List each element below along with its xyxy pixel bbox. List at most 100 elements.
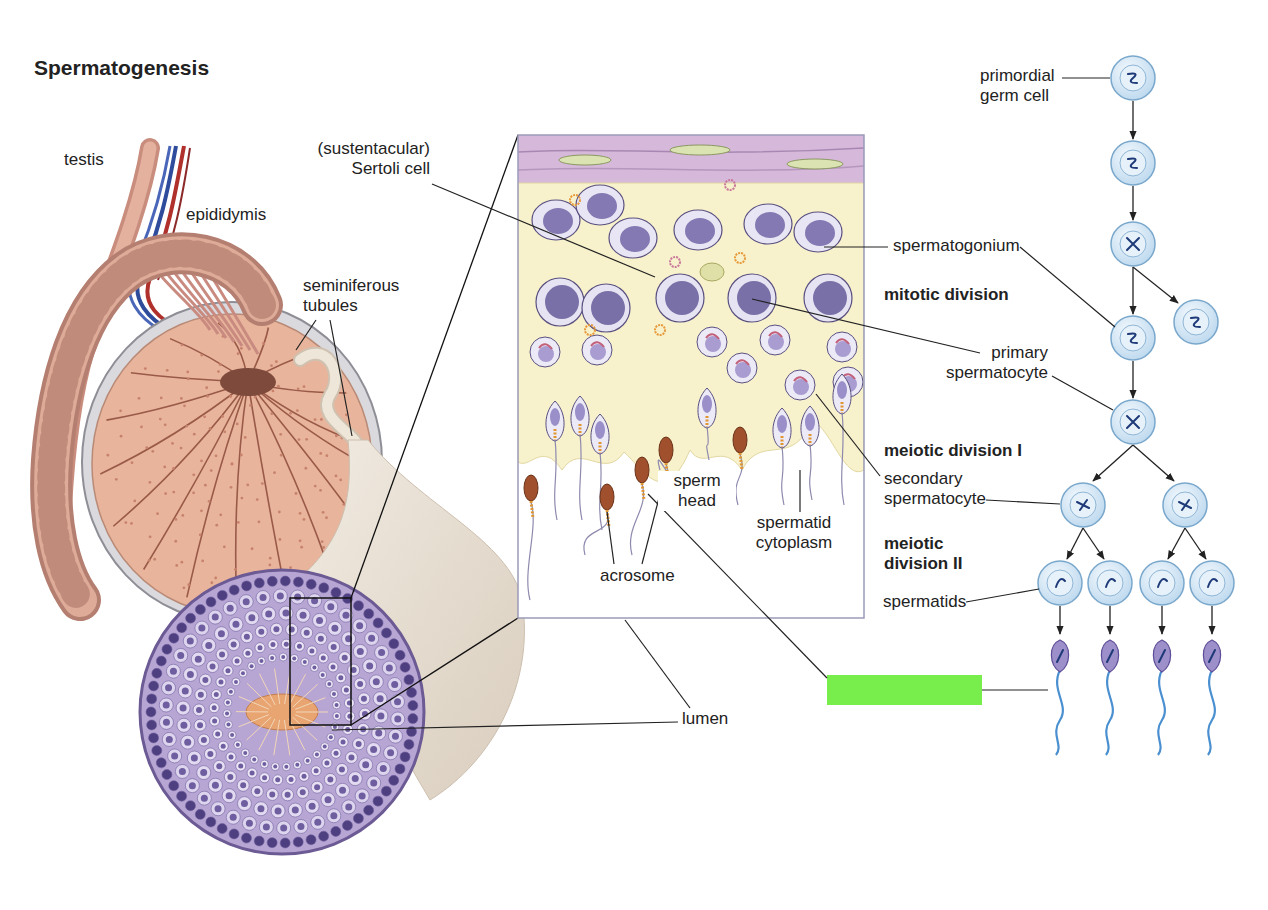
tubule-dot — [319, 452, 322, 455]
cell-nucleus — [243, 751, 247, 755]
cell-nucleus — [289, 777, 294, 782]
tubule-cell — [255, 643, 265, 653]
tubule-dot — [106, 454, 109, 457]
cell-nucleus — [339, 787, 346, 794]
cell-nucleus — [226, 700, 230, 704]
tubule-cell — [301, 658, 309, 666]
cell-nucleus — [331, 625, 338, 632]
tubule-cell — [327, 809, 341, 823]
sperm-head-drawing — [733, 427, 747, 453]
cell-nucleus — [591, 291, 625, 325]
tubule-cell — [367, 743, 381, 757]
tubule-dot — [208, 500, 211, 503]
cell-nucleus — [205, 642, 212, 649]
tubule-cell — [162, 770, 172, 780]
tubule-dot — [172, 491, 175, 494]
tubule-cell — [207, 661, 219, 673]
tubule-cell — [342, 820, 352, 830]
tubule-cell — [365, 631, 379, 645]
tubule-dot — [279, 538, 282, 541]
tubule-dot — [214, 577, 217, 580]
tubule-dot — [206, 395, 209, 398]
tubule-dot — [160, 396, 163, 399]
tubule-cell — [324, 773, 336, 785]
cell-nucleus — [225, 712, 229, 716]
tubule-dot — [183, 404, 186, 407]
sperm-tail — [782, 446, 784, 505]
tubule-cell — [294, 819, 308, 833]
tubule-cross-section — [140, 570, 424, 854]
organelle — [725, 180, 735, 190]
tubule-cell — [311, 815, 325, 829]
cell-nucleus — [306, 759, 310, 763]
tubule-cell — [311, 766, 321, 776]
chromosome — [1158, 579, 1167, 587]
primary-spermatocyte-cell — [804, 274, 852, 322]
tubule-cell — [273, 589, 287, 603]
tubule-cell — [211, 802, 225, 816]
cell-nucleus — [303, 660, 307, 664]
cell-nucleus — [163, 702, 170, 709]
cell-nucleus — [265, 610, 272, 617]
stage-label: mitotic division — [884, 285, 1009, 305]
cell-nucleus — [392, 733, 399, 740]
tubule-cell — [236, 761, 246, 771]
tubule-dot — [164, 423, 167, 426]
tubule-dot — [215, 454, 218, 457]
tubule-cell — [243, 648, 253, 658]
spermatid-cell — [785, 370, 815, 400]
cell-nucleus — [362, 761, 369, 768]
lineage-cell — [1163, 483, 1207, 527]
sperm-tail — [528, 502, 533, 600]
tubule-cell — [271, 763, 279, 771]
elongating-spermatid — [698, 388, 716, 428]
cell-nucleus — [226, 723, 230, 727]
spermatogonium-cell — [532, 200, 580, 240]
tubule-dot — [133, 500, 136, 503]
cell-nucleus — [273, 626, 279, 632]
tubule-dot — [305, 438, 308, 441]
tubule-cell — [389, 775, 399, 785]
tubule-dot — [342, 503, 345, 506]
cell-nucleus — [198, 692, 204, 698]
sperm-tail — [284, 720, 289, 755]
tubule-dot — [314, 485, 317, 488]
lineage-cell — [1111, 141, 1155, 185]
midpiece — [599, 442, 602, 453]
tubule-cell — [330, 690, 338, 698]
cell-nucleus — [182, 687, 189, 694]
tubule-cell — [191, 652, 205, 666]
tubule-cell — [280, 576, 290, 586]
cell-nucleus — [394, 698, 401, 705]
tubule-cell — [242, 816, 256, 830]
tubule-dot — [322, 546, 325, 549]
cell-nucleus — [230, 733, 234, 737]
part-label: spermatids — [883, 592, 966, 612]
tubule-dot — [185, 425, 188, 428]
tubule-dot — [299, 539, 302, 542]
tubule-dot — [149, 535, 152, 538]
tubule-cell — [391, 712, 405, 726]
tubule-cell — [260, 760, 268, 768]
tubule-cell — [224, 698, 232, 706]
cell-nucleus — [238, 764, 243, 769]
cell-nucleus — [212, 782, 219, 789]
lineage-arrow — [1132, 361, 1133, 398]
tubule-dot — [230, 486, 233, 489]
tubule-dot — [272, 390, 275, 393]
tubule-cell — [159, 698, 173, 712]
cell-nucleus — [300, 612, 307, 619]
lineage-arrow — [1109, 606, 1110, 634]
tubule-cell — [177, 718, 191, 732]
cell-nucleus — [391, 681, 398, 688]
cell-nucleus — [341, 739, 346, 744]
midpiece — [706, 416, 709, 427]
tubule-dot — [256, 498, 259, 501]
lineage-nucleus — [1120, 325, 1146, 351]
tubule-cell — [162, 644, 172, 654]
cell-nucleus — [297, 823, 304, 830]
part-label: secondary spermatocyte — [884, 469, 1004, 509]
spermatogonium-cell — [674, 210, 722, 250]
elongating-spermatid — [546, 401, 564, 441]
cell-nucleus — [304, 630, 310, 636]
